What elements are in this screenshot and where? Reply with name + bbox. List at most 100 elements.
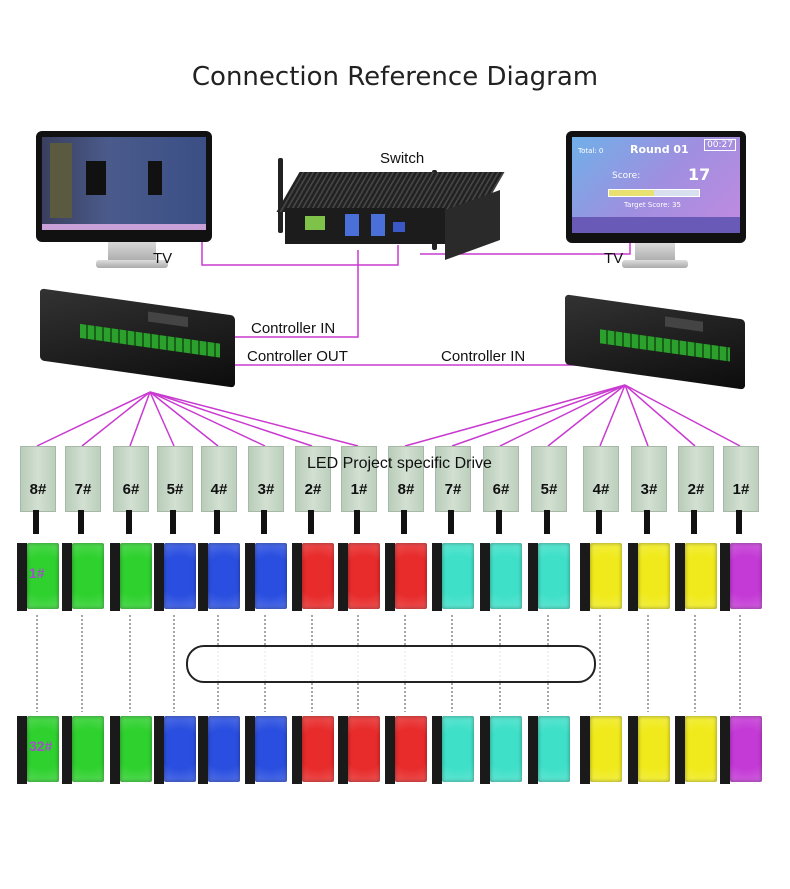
drive-cable: [401, 510, 407, 534]
led-tile: [302, 716, 334, 782]
led-tile: [164, 543, 196, 609]
led-tile: [590, 543, 622, 609]
monitor-left: [36, 131, 212, 242]
power-drive: 4#: [201, 446, 237, 512]
wire-drive-4: [149, 391, 175, 447]
game-progress: [608, 189, 700, 197]
led-tile: [208, 716, 240, 782]
tile-connector: [385, 543, 395, 611]
tile-connector: [154, 543, 164, 611]
monitor-stand-right: [635, 242, 675, 262]
power-drive: 4#: [583, 446, 619, 512]
led-tile: [72, 716, 104, 782]
drive-cable: [691, 510, 697, 534]
tile-connector: [628, 543, 638, 611]
loop-indicator: [186, 645, 596, 683]
game-score: 17: [688, 165, 711, 184]
wire-drive-15: [624, 384, 696, 447]
drive-cable: [644, 510, 650, 534]
controller-in-label-1: Controller IN: [251, 320, 336, 337]
drive-cable: [170, 510, 176, 534]
tv-right-label: TV: [604, 250, 624, 267]
led-tile: [685, 543, 717, 609]
led-tile: [255, 716, 287, 782]
led-tile: 32#: [27, 716, 59, 782]
power-drive: 7#: [65, 446, 101, 512]
tile-connector: [432, 543, 442, 611]
drive-label: 5#: [540, 481, 558, 498]
wire-drive-2: [81, 391, 151, 447]
tile-connector: [292, 716, 302, 784]
led-tile: [730, 716, 762, 782]
tile-connector: [720, 716, 730, 784]
tile-connector: [198, 543, 208, 611]
controller-out-label: Controller OUT: [247, 348, 348, 365]
wire-drive-12: [547, 384, 626, 447]
led-tile: [120, 716, 152, 782]
drive-cable: [126, 510, 132, 534]
led-tile: [538, 716, 570, 782]
led-tile: [685, 716, 717, 782]
tile-connector: [432, 716, 442, 784]
power-drive: 3#: [631, 446, 667, 512]
tile-connector: [292, 543, 302, 611]
game-score-label: Score:: [612, 171, 641, 181]
drive-label: 5#: [166, 481, 184, 498]
tile-connector: [580, 716, 590, 784]
tile-connector: [245, 716, 255, 784]
game-total: Total: 0: [578, 147, 604, 155]
power-drive: 6#: [483, 446, 519, 512]
wire-drive-3: [129, 391, 151, 447]
drive-label: 7#: [444, 481, 462, 498]
led-tile: [442, 716, 474, 782]
led-tile: [208, 543, 240, 609]
tile-connector: [154, 716, 164, 784]
led-tile: [302, 543, 334, 609]
wire-drive-10: [451, 384, 626, 447]
drive-label: 1#: [350, 481, 368, 498]
drive-cable: [308, 510, 314, 534]
wire-drive-8: [149, 391, 359, 447]
wire-drive-11: [499, 384, 626, 447]
monitor-base-right: [622, 260, 688, 268]
wire-drive-9: [404, 384, 626, 447]
led-tile: [490, 716, 522, 782]
monitor-base-left: [96, 260, 168, 268]
wire-drive-6: [149, 391, 266, 447]
game-target: Target Score: 35: [624, 201, 681, 209]
led-tile: [72, 543, 104, 609]
led-tile: [538, 543, 570, 609]
wire-tv-left: [201, 240, 399, 266]
antenna-left: [278, 158, 283, 233]
drive-cable: [544, 510, 550, 534]
tile-connector: [480, 716, 490, 784]
drive-cable: [214, 510, 220, 534]
tile-connector: [62, 716, 72, 784]
power-drive: 3#: [248, 446, 284, 512]
drive-cable: [261, 510, 267, 534]
controller-in-label-2: Controller IN: [441, 348, 526, 365]
tile-connector: [110, 543, 120, 611]
tile-connector: [675, 543, 685, 611]
led-tile: [164, 716, 196, 782]
tile-connector: [62, 543, 72, 611]
tile-connector: [338, 543, 348, 611]
wire-drive-13: [599, 384, 626, 447]
monitor-right: Total: 0 Round 01 00:27 Score: 17 Target…: [566, 131, 746, 243]
switch-body: [285, 208, 445, 244]
power-drive: 8#: [20, 446, 56, 512]
tile-connector: [245, 543, 255, 611]
led-tile: [120, 543, 152, 609]
drive-label: 6#: [492, 481, 510, 498]
drive-group-label: LED Project specific Drive: [307, 455, 492, 472]
drive-cable: [354, 510, 360, 534]
drive-label: 3#: [640, 481, 658, 498]
game-timer: 00:27: [704, 139, 736, 151]
led-tile: [638, 716, 670, 782]
power-drive: 1#: [723, 446, 759, 512]
diagram-title: Connection Reference Diagram: [191, 62, 599, 92]
led-tile: [730, 543, 762, 609]
tile-number: 1#: [29, 565, 45, 581]
tile-connector: [480, 543, 490, 611]
